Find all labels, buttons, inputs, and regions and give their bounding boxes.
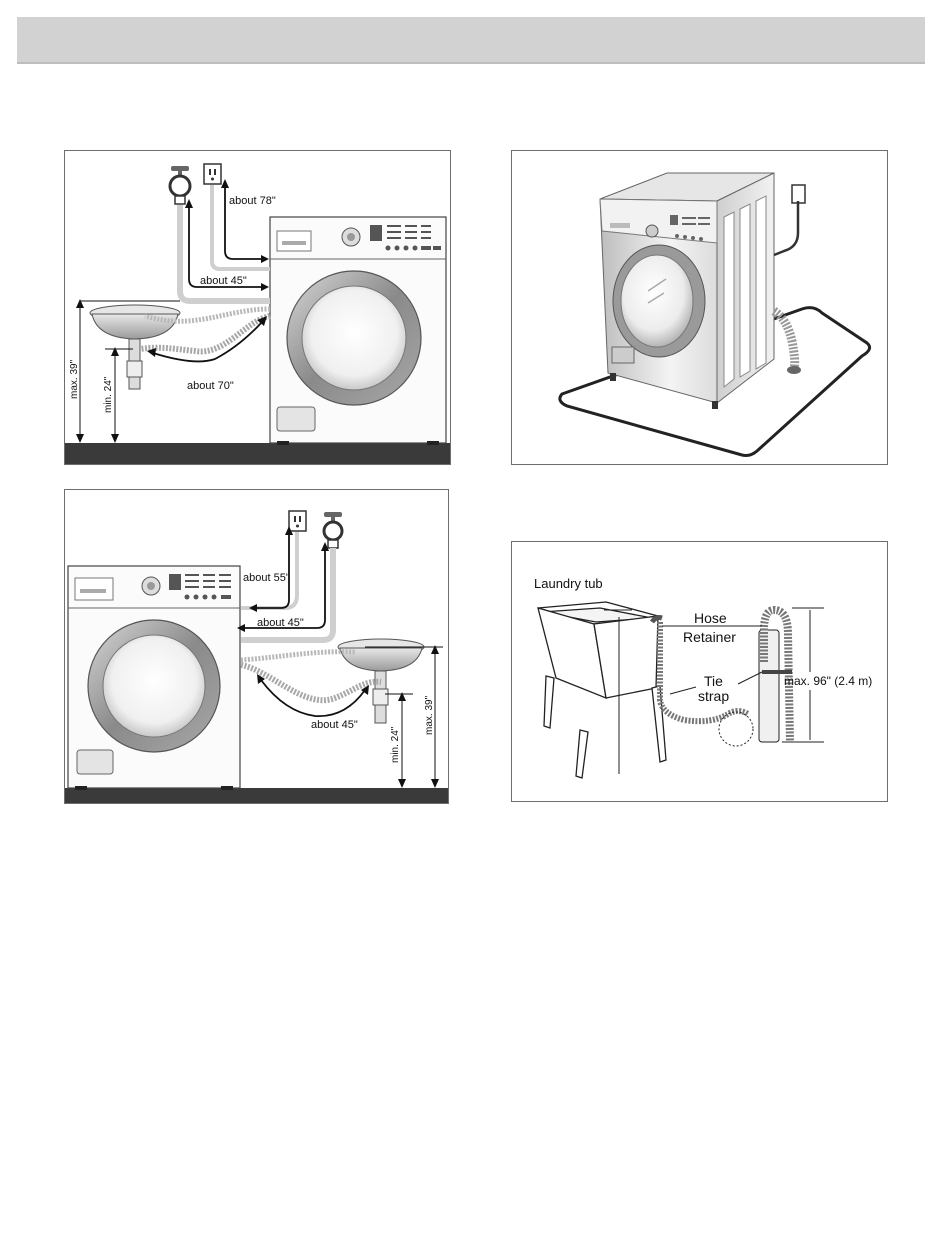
figure-installation-left-sink: about 78" about 45" about 70" max. 39" m… — [64, 150, 451, 465]
label-tie: Tie — [704, 673, 723, 689]
washer-front-view — [270, 217, 446, 445]
washer-isometric-diagram — [512, 151, 887, 464]
figure-washer-on-mat — [511, 150, 888, 465]
electrical-outlet-icon — [204, 164, 221, 184]
label-about-55: about 55" — [243, 572, 290, 584]
figure-laundry-tub-standpipe: Laundry tub Hose Retainer Tie strap — [511, 541, 888, 802]
label-max-39: max. 39" — [69, 359, 80, 399]
header-band — [17, 17, 925, 64]
arrow-about-55 — [255, 532, 289, 608]
label-max-39: max. 39" — [424, 695, 435, 735]
arrow-about-45-bottom — [261, 680, 365, 716]
water-faucet-icon — [324, 512, 342, 548]
washer-isometric — [600, 173, 774, 409]
label-min-24: min. 24" — [103, 376, 114, 413]
installation-diagram-1: about 78" about 45" about 70" max. 39" m… — [65, 151, 450, 464]
label-hose: Hose — [694, 610, 727, 626]
label-about-45: about 45" — [200, 275, 247, 287]
label-strap: strap — [698, 688, 729, 704]
label-about-45-top: about 45" — [257, 617, 304, 629]
label-retainer: Retainer — [683, 629, 736, 645]
installation-diagram-2: about 55" about 45" about 45" max. 39" m… — [65, 490, 448, 803]
drain-hose — [241, 652, 355, 660]
water-faucet-icon — [170, 166, 190, 204]
label-about-45-bottom: about 45" — [311, 719, 358, 731]
electrical-outlet-icon — [289, 511, 306, 531]
figure-installation-right-sink: about 55" about 45" about 45" max. 39" m… — [64, 489, 449, 804]
arrow-about-45-top — [243, 548, 325, 628]
label-max-96: max. 96" (2.4 m) — [784, 674, 872, 688]
label-about-78: about 78" — [229, 195, 276, 207]
label-about-70: about 70" — [187, 380, 234, 392]
washer-front-view — [68, 566, 240, 790]
label-min-24: min. 24" — [390, 726, 401, 763]
floor — [65, 443, 450, 464]
laundry-tub — [538, 602, 666, 778]
laundry-tub-diagram: Laundry tub Hose Retainer Tie strap — [512, 542, 887, 801]
label-laundry-tub: Laundry tub — [534, 576, 603, 591]
floor — [65, 788, 448, 803]
power-cord — [774, 201, 798, 255]
electrical-outlet-icon — [792, 185, 805, 203]
